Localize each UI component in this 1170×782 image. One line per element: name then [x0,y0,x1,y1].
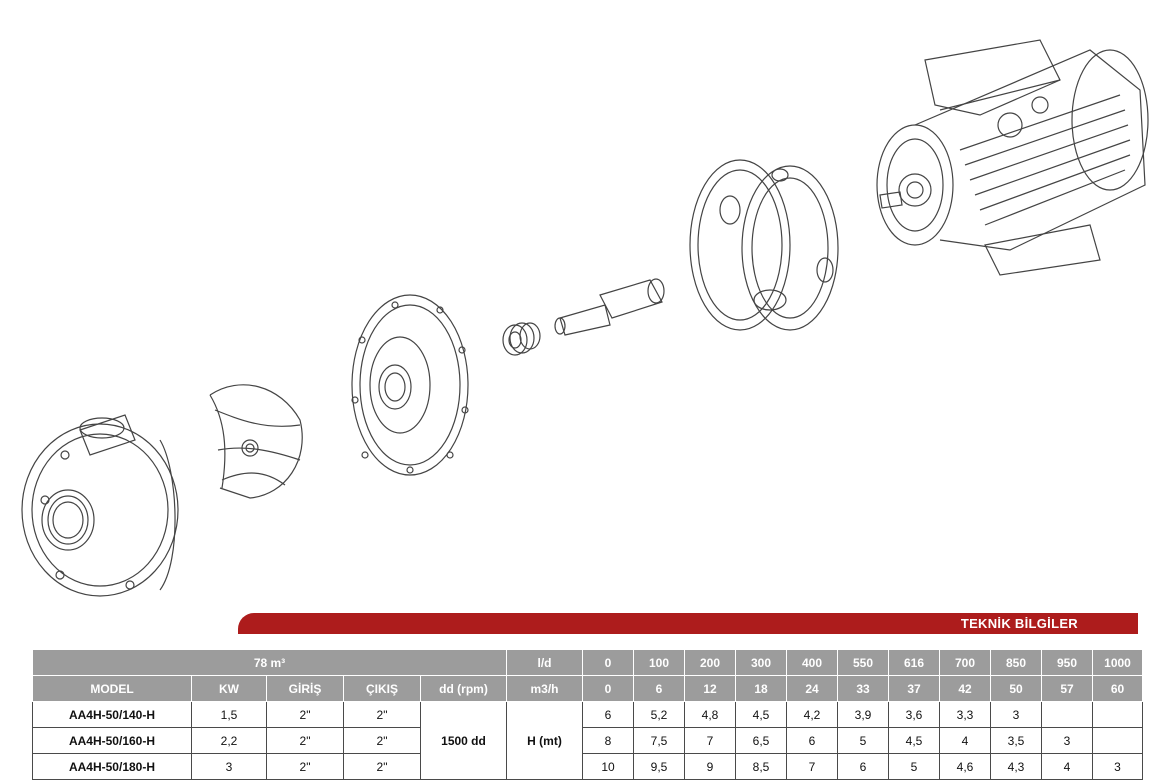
ld-value: 550 [837,649,890,676]
head-cell: 6 [582,701,635,728]
head-cell: 8 [582,727,635,754]
head-cell: 7,5 [633,727,686,754]
head-cell: 4,8 [684,701,737,728]
ld-value: 400 [786,649,839,676]
m3h-value: 6 [633,675,686,702]
m3h-value: 37 [888,675,941,702]
ld-value: 300 [735,649,788,676]
head-cell: 3 [1041,727,1094,754]
head-cell: 4,5 [735,701,788,728]
head-cell: 5,2 [633,701,686,728]
head-cell: 4,2 [786,701,839,728]
banner-title: TEKNİK BİLGİLER [960,616,1078,631]
cikis-cell: 2" [343,727,421,754]
ld-value: 616 [888,649,941,676]
head-label-cell: H (mt) [506,701,584,780]
ld-value: 950 [1041,649,1094,676]
head-cell: 6,5 [735,727,788,754]
head-cell: 4,6 [939,753,992,780]
head-cell [1092,701,1144,728]
rpm-header: dd (rpm) [419,675,508,702]
head-cell: 9 [684,753,737,780]
head-cell: 3,5 [990,727,1043,754]
head-cell: 6 [837,753,890,780]
mechanical-seal [502,322,541,356]
head-cell: 3,6 [888,701,941,728]
head-cell: 4,5 [888,727,941,754]
casing-cover [351,294,469,476]
cikis-cell: 2" [343,753,421,780]
technical-data-table: 78 m³ l/d 0 100 200 300 400 550 616 700 … [31,649,1144,780]
ld-value: 1000 [1092,649,1144,676]
flow-m3-header: 78 m³ [31,649,508,676]
m3h-value: 33 [837,675,890,702]
head-cell: 8,5 [735,753,788,780]
electric-motor [876,39,1149,276]
rpm-value-cell: 1500 dd [419,701,508,780]
m3h-value: 0 [582,675,635,702]
kw-cell: 2,2 [191,727,267,754]
bracket-lantern [689,159,839,331]
m3h-value: 50 [990,675,1043,702]
head-cell: 3 [1092,753,1144,780]
giris-cell: 2" [266,727,344,754]
table-row: AA4H-50/160-H 2,2 2" 2" 8 7,5 7 6,5 6 5 … [32,727,1144,754]
kw-cell: 1,5 [191,701,267,728]
cikis-header: ÇIKIŞ [343,675,421,702]
giris-cell: 2" [266,753,344,780]
shaft [554,278,665,336]
head-cell: 5 [888,753,941,780]
head-cell: 4 [939,727,992,754]
ld-value: 850 [990,649,1043,676]
cikis-cell: 2" [343,701,421,728]
header-row-columns: MODEL KW GİRİŞ ÇIKIŞ dd (rpm) m3/h 0 6 1… [32,675,1144,702]
giris-header: GİRİŞ [266,675,344,702]
head-cell: 7 [684,727,737,754]
model-header: MODEL [32,675,192,702]
m3h-value: 60 [1092,675,1144,702]
ld-value: 700 [939,649,992,676]
head-cell: 9,5 [633,753,686,780]
m3h-value: 42 [939,675,992,702]
volute-casing [21,414,179,597]
head-cell: 6 [786,727,839,754]
ld-value: 100 [633,649,686,676]
ld-value: 0 [582,649,635,676]
pump-exploded-view-illustration [21,39,1149,597]
kw-header: KW [191,675,267,702]
head-cell [1092,727,1144,754]
head-cell: 4 [1041,753,1094,780]
m3h-value: 24 [786,675,839,702]
unit-ld-header: l/d [506,649,584,676]
m3h-value: 18 [735,675,788,702]
kw-cell: 3 [191,753,267,780]
head-cell: 5 [837,727,890,754]
head-cell: 3,3 [939,701,992,728]
head-cell: 3,9 [837,701,890,728]
table-row: AA4H-50/140-H 1,5 2" 2" 1500 dd H (mt) 6… [32,701,1144,780]
head-cell: 3 [990,701,1043,728]
head-cell: 7 [786,753,839,780]
head-cell: 10 [582,753,635,780]
model-cell: AA4H-50/160-H [32,727,192,754]
head-cell: 4,3 [990,753,1043,780]
header-row-flow: 78 m³ l/d 0 100 200 300 400 550 616 700 … [31,649,1144,676]
impeller [209,384,303,499]
model-cell: AA4H-50/180-H [32,753,192,780]
m3h-value: 12 [684,675,737,702]
unit-m3h-header: m3/h [506,675,584,702]
head-cell [1041,701,1094,728]
table-row: AA4H-50/180-H 3 2" 2" 10 9,5 9 8,5 7 6 5… [32,753,1144,780]
ld-value: 200 [684,649,737,676]
technical-info-banner: TEKNİK BİLGİLER [238,613,1138,634]
giris-cell: 2" [266,701,344,728]
m3h-value: 57 [1041,675,1094,702]
banner-bar [238,613,1138,634]
model-cell: AA4H-50/140-H [32,701,192,728]
